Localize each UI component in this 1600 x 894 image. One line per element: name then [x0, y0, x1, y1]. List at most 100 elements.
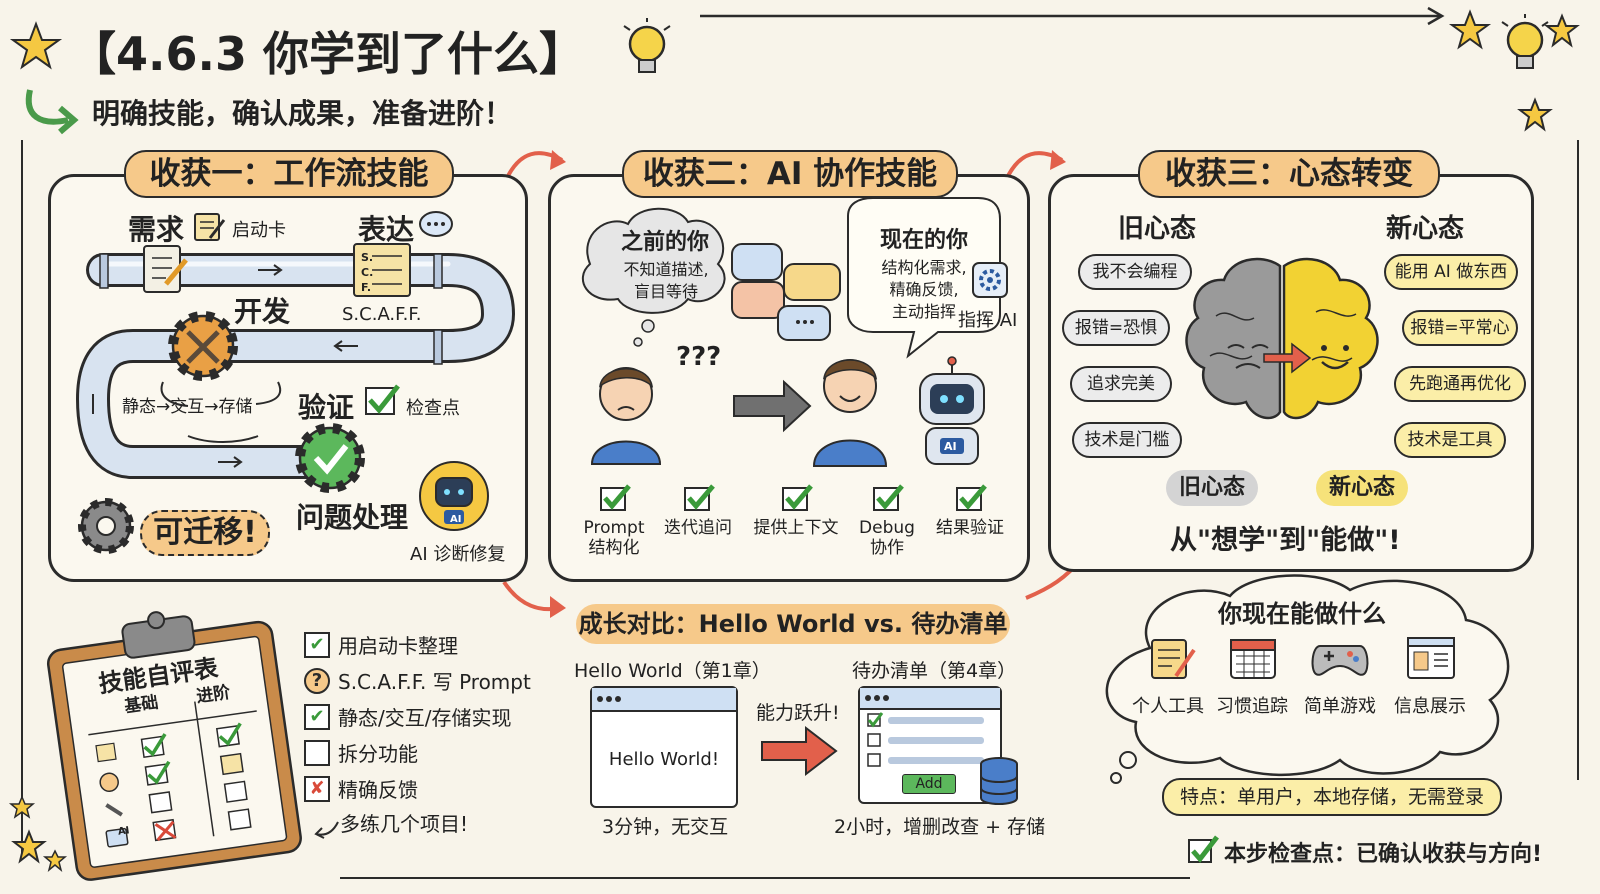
- label-express: 表达: [358, 213, 415, 246]
- self-check-label: S.C.A.F.F. 写 Prompt: [338, 670, 531, 694]
- skills-row: Prompt 结构化 迭代追问 提供上下文 Debug 协作 结果验证: [576, 484, 1016, 564]
- now-line: 精确反馈,: [889, 280, 959, 299]
- cloud-title: 你现在能做什么: [1218, 600, 1386, 628]
- label-cycle: 静态→交互→存储: [122, 397, 253, 417]
- flow-arrow-icon: [504, 150, 566, 181]
- now-line: 结构化需求,: [881, 258, 967, 277]
- thought-cloud: [1105, 574, 1510, 784]
- todo-window: Add: [858, 686, 1002, 804]
- skill-label: 迭代追问: [664, 518, 732, 538]
- label-checkpoint: 检查点: [406, 398, 460, 419]
- todo-list: [867, 712, 984, 767]
- hook-arrow-icon: [314, 821, 339, 839]
- cloud-item: 个人工具: [1132, 696, 1204, 717]
- database-icon: [980, 757, 1018, 805]
- cloud-item: 信息展示: [1394, 696, 1466, 717]
- checkbox-checked-icon: [782, 484, 813, 511]
- curved-arrow-icon: [25, 89, 79, 135]
- clipboard-col-basic: 基础: [123, 692, 160, 718]
- self-check-label: 精确反馈: [338, 778, 418, 802]
- skill-label: 提供上下文: [753, 518, 839, 538]
- growth-arrow-icon: [761, 725, 838, 777]
- checkbox-checked-icon: [600, 484, 631, 511]
- gear-icon: [972, 262, 1008, 298]
- self-check-label: 拆分功能: [338, 742, 418, 766]
- lightbulb-icon: [1501, 14, 1549, 69]
- old-mindset-item: 报错=恐惧: [1062, 310, 1170, 346]
- hello-world-text: Hello World!: [608, 749, 720, 770]
- skill-label: 结果验证: [936, 518, 1004, 538]
- new-mindset-label: 新心态: [1316, 470, 1408, 506]
- window-dots-icon: [865, 695, 889, 701]
- skill-label: Debug: [859, 518, 915, 538]
- notepad-pencil-icon: [1151, 639, 1196, 679]
- collab-illustration: [581, 197, 1001, 467]
- footer-checkpoint: 本步检查点：已确认收获与方向!: [1224, 842, 1543, 867]
- page-title: 【4.6.3 你学到了什么】: [70, 27, 585, 81]
- new-mindset-item: 报错=平常心: [1402, 310, 1518, 346]
- window-dots-icon: [597, 696, 621, 702]
- dashboard-icon: [1407, 637, 1455, 679]
- add-button[interactable]: Add: [902, 774, 956, 794]
- new-mindset-item: 先跑通再优化: [1394, 366, 1526, 402]
- clipboard-col-advanced: 进阶: [195, 682, 232, 708]
- checkbox-checked-icon: [873, 484, 904, 511]
- before-line: 盲目等待: [633, 282, 698, 301]
- checkbox-checked-icon: ✔: [304, 632, 330, 658]
- growth-header: 成长对比：Hello World vs. 待办清单: [576, 604, 1010, 644]
- question-marks: ???: [676, 342, 722, 372]
- skill-label: 协作: [870, 538, 904, 558]
- label-ai-fix: AI 诊断修复: [410, 544, 506, 565]
- robot-badge: AI: [450, 514, 462, 525]
- checkbox-empty-icon: [304, 740, 330, 766]
- gamepad-icon: [1311, 645, 1369, 676]
- robot-badge: AI: [944, 440, 957, 453]
- practice-note: 多练几个项目!: [340, 812, 469, 836]
- star-icon: [1448, 9, 1492, 50]
- clipboard-row-badge: AI: [117, 825, 131, 838]
- skill-item: Prompt 结构化: [576, 484, 652, 558]
- scaff-letter: C.: [361, 266, 374, 279]
- pipeline-diagram: [75, 243, 516, 554]
- notepad-pencil-icon: [194, 213, 226, 241]
- scaff-letter: S.: [361, 251, 374, 264]
- before-line: 不知道描述,: [623, 260, 709, 279]
- skill-label: Prompt: [583, 518, 645, 538]
- growth-jump: 能力跃升!: [756, 702, 840, 724]
- new-mindset-item: 技术是工具: [1394, 422, 1506, 458]
- old-mindset-item: 追求完美: [1070, 366, 1172, 402]
- now-title: 现在的你: [879, 228, 968, 253]
- old-mindset-title: 旧心态: [1118, 214, 1197, 244]
- cloud-item: 简单游戏: [1304, 696, 1376, 717]
- growth-right-caption: 2小时，增删改查 + 存储: [834, 816, 1046, 838]
- transfer-badge: 可迁移!: [140, 510, 270, 556]
- cloud-item: 习惯追踪: [1216, 696, 1288, 717]
- skill-label: 结构化: [588, 538, 640, 558]
- skill-item: 迭代追问: [658, 484, 738, 538]
- label-scaff: S.C.A.F.F.: [342, 304, 422, 325]
- feature-note: 特点：单用户，本地存储，无需登录: [1162, 778, 1503, 816]
- flow-arrow-icon: [502, 580, 566, 618]
- checkbox-checked-icon: [1188, 835, 1219, 863]
- growth-left-title: Hello World（第1章）: [574, 660, 771, 682]
- panel-mindset-header: 收获三：心态转变: [1138, 150, 1440, 198]
- window-titlebar: [592, 688, 736, 712]
- before-title: 之前的你: [620, 230, 709, 255]
- growth-left-caption: 3分钟，无交互: [602, 816, 729, 838]
- label-develop: 开发: [234, 295, 291, 328]
- checkbox-checked-icon: [684, 484, 715, 511]
- star-icon: [11, 829, 47, 864]
- now-line: 主动指挥: [891, 302, 956, 321]
- label-command-ai: 指挥 AI: [958, 310, 1018, 331]
- star-icon: [8, 795, 36, 819]
- label-need: 需求: [128, 213, 185, 246]
- self-check-label: 用启动卡整理: [338, 634, 458, 658]
- self-check-label: 静态/交互/存储实现: [338, 706, 512, 730]
- new-mindset-item: 能用 AI 做东西: [1384, 254, 1518, 290]
- panel-workflow-header: 收获一：工作流技能: [124, 150, 454, 198]
- old-mindset-label: 旧心态: [1166, 470, 1258, 506]
- checkbox-crossed-icon: ✘: [304, 776, 330, 802]
- new-mindset-title: 新心态: [1386, 214, 1465, 244]
- brain-icon: [1185, 257, 1379, 420]
- scaff-letter: F.: [361, 281, 372, 294]
